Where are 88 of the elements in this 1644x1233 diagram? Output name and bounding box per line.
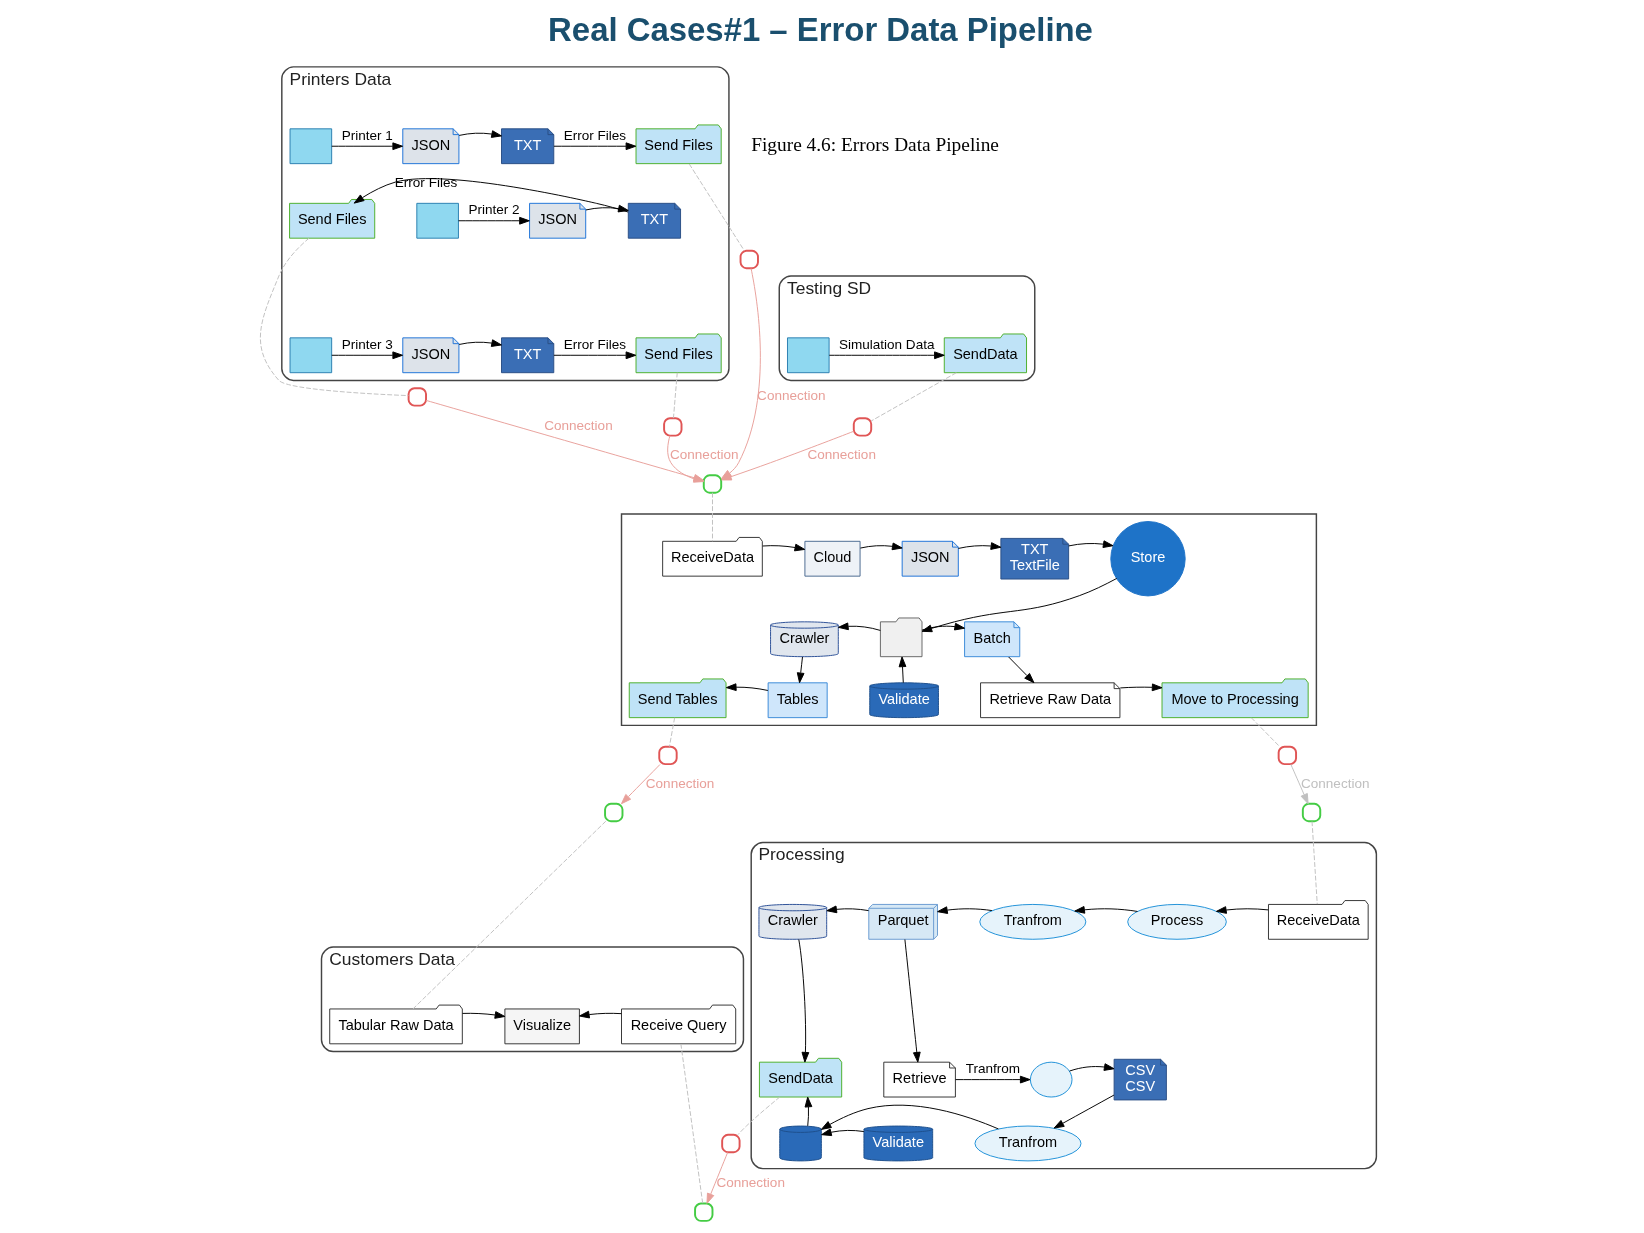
node-box [289,128,333,165]
connector [680,1043,704,1204]
connector [712,492,713,542]
edge-label: Simulation Data [838,336,935,352]
edge-label: Printer 2 [468,202,520,218]
node-box [1277,745,1298,766]
arrow [898,656,907,684]
node-box [407,387,427,407]
edge-label: Printer 1 [341,127,393,143]
arrow [904,939,921,1063]
arrow [725,683,769,692]
edge-label: Error Files [394,175,458,191]
edge-label: Error Files [563,127,627,143]
arrow [553,351,637,360]
arrow [458,216,530,225]
connector [672,372,678,419]
node-box: Visualize [504,1008,580,1045]
arrow [1068,540,1114,548]
arrow [578,1010,622,1019]
arrow [331,142,404,151]
node-box [694,1202,714,1222]
arrow [353,178,629,213]
arrow [458,130,502,138]
node-box [658,745,678,766]
node-box: Cloud [804,540,861,577]
caption: Figure 4.6: Errors Data Pipeline [751,134,999,156]
node-box [1301,802,1322,823]
edge-label: Connection [807,447,876,463]
arrow [937,906,993,914]
arrow [585,204,629,213]
node-circle: Store [1110,521,1186,597]
edge-label: Connection [716,1175,785,1191]
arrow [1119,683,1163,692]
arrow [859,542,903,551]
diagram-title: Real Cases#1 – Error Data Pipeline [548,11,1093,49]
connector [870,372,957,422]
arrow [458,339,502,347]
edge-label: Connection [670,447,739,463]
arrow [706,1151,729,1204]
edge-label: Connection [544,418,613,434]
node-box [289,337,333,374]
edge-label: Connection [757,388,826,404]
arrow [820,1104,999,1130]
connector [737,1096,781,1136]
node-box [416,202,459,239]
edge-label: Tranfrom [965,1061,1021,1077]
arrow [798,939,810,1063]
connector [412,820,607,1010]
node-box [787,337,830,374]
connector [668,717,676,748]
arrow [826,905,870,914]
arrow [462,1011,506,1019]
node-ellipse: Tranfrom [974,1125,1082,1162]
arrow [1074,906,1138,914]
node-box [739,249,759,270]
arrow [553,142,637,151]
edge-label: Printer 3 [341,336,393,352]
arrow [828,351,945,360]
node-box [604,802,624,823]
edge-label: Connection [1301,775,1370,791]
connector [688,163,745,252]
arrow [1008,656,1035,684]
arrow [1069,1063,1115,1072]
arrow [331,351,404,360]
arrow [821,1128,865,1137]
arrow [837,622,881,631]
arrow [1053,1094,1115,1129]
node-box [663,417,683,437]
connector [1250,717,1281,748]
edge-label: Error Files [563,336,627,352]
arrow [955,1075,1031,1084]
connector [259,237,409,397]
arrow [762,543,806,552]
node-box [702,474,723,494]
arrow [796,656,805,684]
node-box [852,417,873,437]
arrow [804,1096,813,1127]
arrow [1290,764,1309,805]
connector [1311,821,1318,905]
node-box [1029,1061,1073,1098]
arrow [620,764,661,805]
edge-label: Connection [645,775,715,791]
arrow [957,542,1002,550]
cluster [620,513,1318,727]
node-box [879,617,923,658]
arrow [1216,906,1269,914]
node-box: Tables [767,682,828,719]
node-box [721,1133,741,1154]
